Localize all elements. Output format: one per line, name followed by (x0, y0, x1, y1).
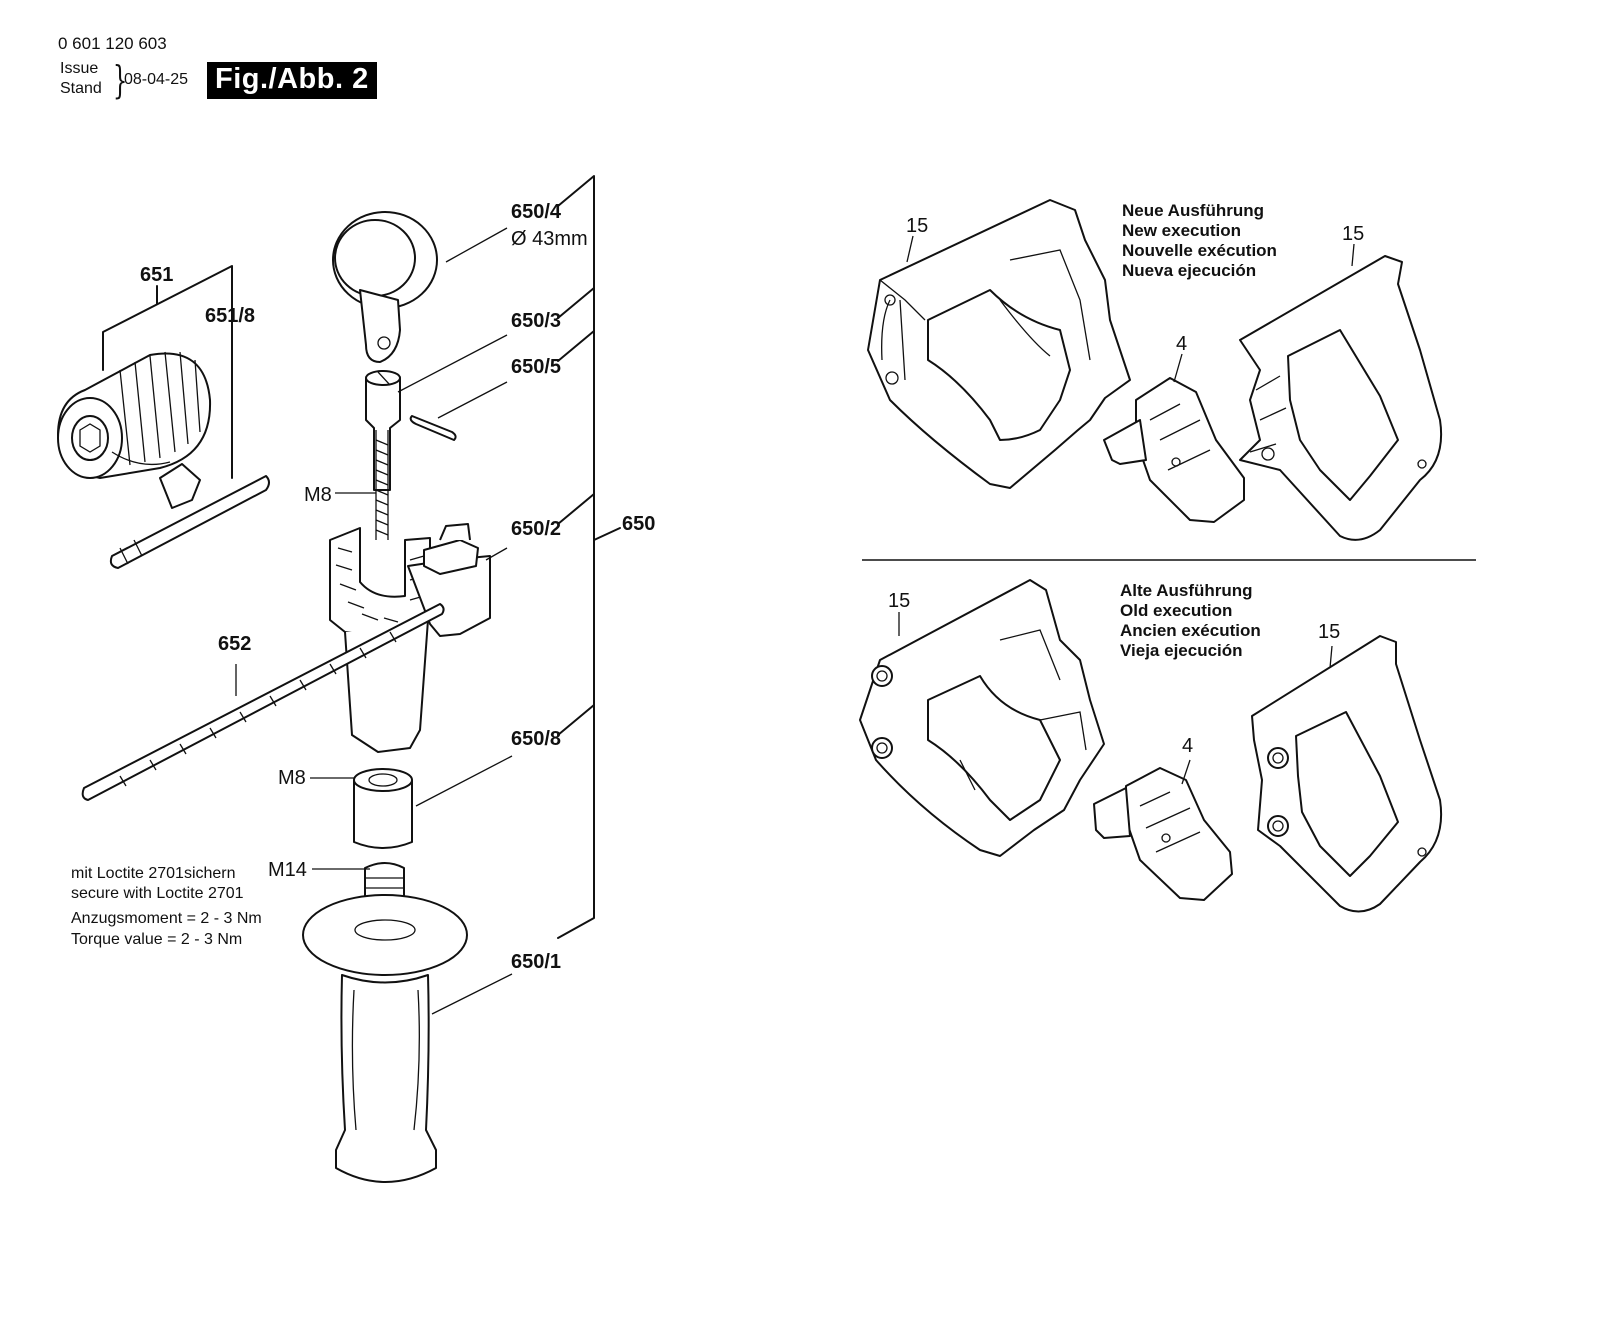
old-execution-es: Vieja ejecución (1120, 641, 1243, 660)
callout-651: 651 (140, 264, 173, 286)
stand-label: Stand (60, 80, 102, 97)
callout-new-15-right: 15 (1342, 223, 1364, 245)
callout-650-8: 650/8 (511, 728, 561, 750)
note-torque-de: Anzugsmoment = 2 - 3 Nm (71, 910, 262, 927)
depth-rod-652 (81, 603, 445, 801)
issue-block: Issue Stand } 08-04-25 (58, 60, 218, 104)
issue-date: 08-04-25 (124, 71, 189, 88)
new-execution-fr: Nouvelle exécution (1122, 241, 1277, 260)
handle-head-650-2 (329, 523, 491, 753)
callout-old-15-left: 15 (888, 590, 910, 612)
drill-chuck-651 (57, 351, 212, 479)
callout-650-4-diameter: Ø 43mm (511, 228, 588, 250)
callout-old-4: 4 (1182, 735, 1193, 757)
callout-m8-bottom: M8 (278, 767, 306, 789)
new-housing-half-right (1239, 255, 1443, 541)
brace-icon: } (112, 58, 128, 102)
old-housing-half-left (859, 579, 1105, 857)
issue-label: Issue (60, 60, 99, 77)
note-loctite-en: secure with Loctite 2701 (71, 885, 244, 902)
callout-650-4: 650/4 (511, 201, 562, 223)
figure-badge: Fig./Abb. 2 (207, 62, 377, 99)
pin-650-5 (409, 415, 457, 441)
old-execution-de: Alte Ausführung (1120, 581, 1253, 600)
chuck-key-651-8 (109, 463, 270, 569)
callout-650-5: 650/5 (511, 356, 561, 378)
old-execution-fr: Ancien exécution (1120, 621, 1261, 640)
note-torque-en: Torque value = 2 - 3 Nm (71, 931, 242, 948)
callout-m14: M14 (268, 859, 307, 881)
grip-650-1 (302, 862, 468, 1183)
old-switch-4 (1093, 767, 1233, 901)
callout-m8-top: M8 (304, 484, 332, 506)
new-housing-half-left (867, 199, 1131, 489)
callout-old-15-right: 15 (1318, 621, 1340, 643)
new-execution-de: Neue Ausführung (1122, 201, 1264, 220)
callout-new-15-left: 15 (906, 215, 928, 237)
callout-650-2: 650/2 (511, 518, 561, 540)
callout-650-1: 650/1 (511, 951, 561, 973)
sleeve-650-8 (353, 768, 413, 849)
part-number: 0 601 120 603 (58, 34, 167, 53)
old-execution-en: Old execution (1120, 601, 1232, 620)
new-execution-en: New execution (1122, 221, 1241, 240)
callout-650: 650 (622, 513, 655, 535)
old-housing-half-right (1251, 635, 1443, 913)
new-execution-es: Nueva ejecución (1122, 261, 1256, 280)
callout-652: 652 (218, 633, 251, 655)
callout-new-4: 4 (1176, 333, 1187, 355)
callout-651-8: 651/8 (205, 305, 255, 327)
clamp-ring-650-4 (332, 211, 438, 363)
callout-650-3: 650/3 (511, 310, 561, 332)
new-switch-4 (1103, 377, 1245, 523)
screw-650-3 (365, 370, 401, 540)
note-loctite-de: mit Loctite 2701sichern (71, 865, 236, 882)
